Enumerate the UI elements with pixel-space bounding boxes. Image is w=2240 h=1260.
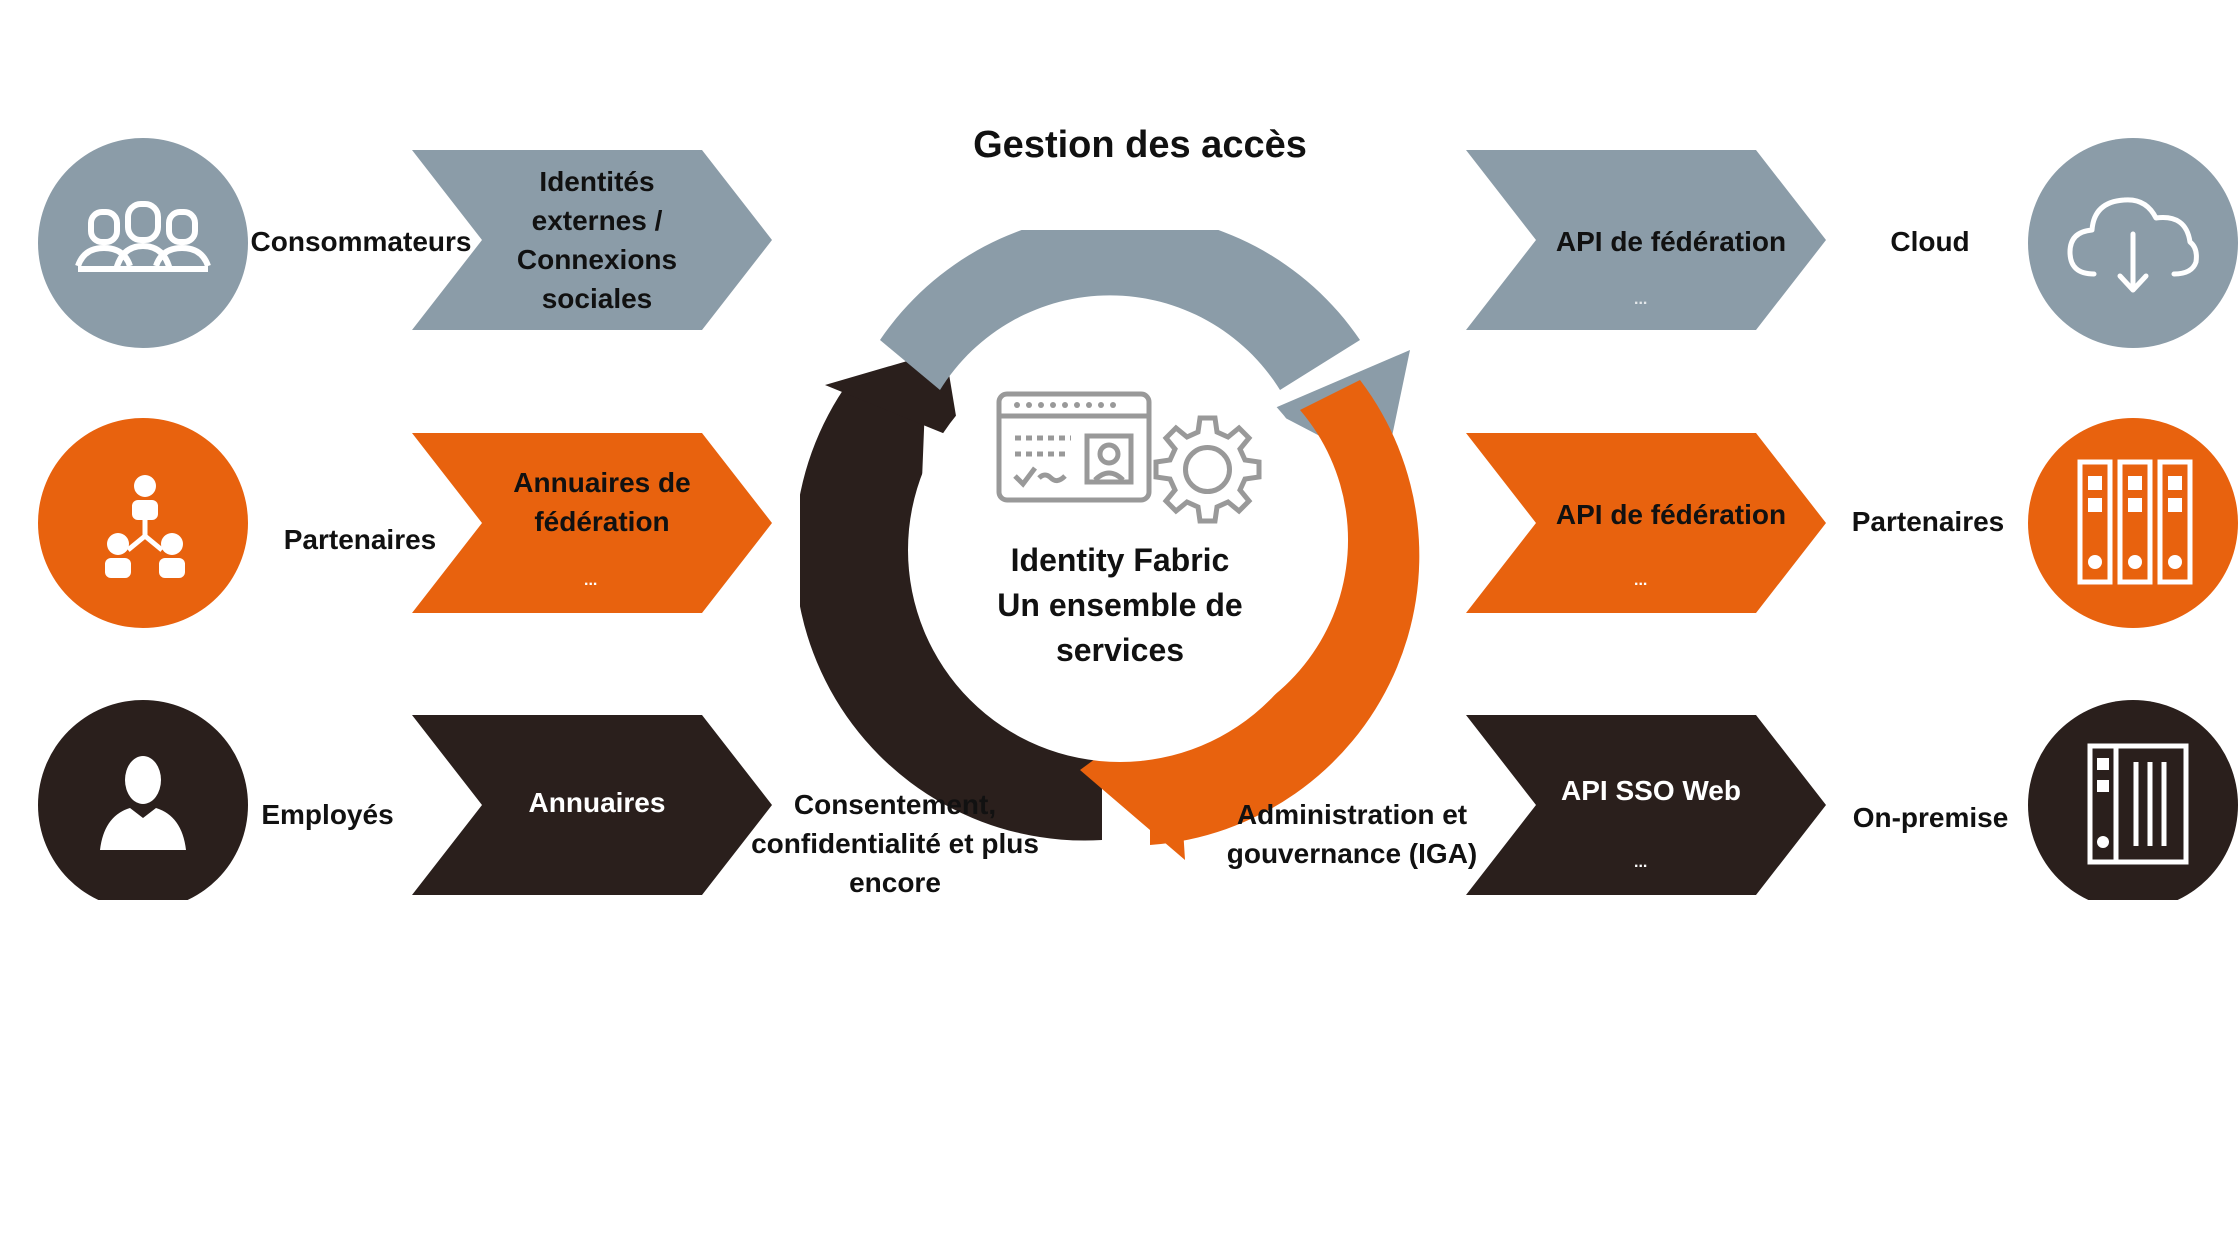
target-label-cloud: Cloud: [1890, 226, 1970, 257]
employees-circle: [38, 700, 248, 910]
id-card-icon: [996, 391, 1152, 503]
binders-icon: [2077, 459, 2193, 585]
employee-icon: [100, 756, 186, 850]
chevron-sso-web-api: API SSO Web ...: [1466, 715, 1826, 895]
chevron-text-federation-directories: Annuaires de fédération: [513, 467, 691, 537]
chevron-text-directories: Annuaires: [528, 787, 666, 818]
chevron-text-federation-api-2: API de fédération: [1555, 499, 1787, 530]
center-title: Identity Fabric Un ensemble de services: [960, 538, 1280, 673]
chevron-dots: ...: [584, 572, 598, 589]
chevron-dots-cloud: ...: [1634, 291, 1648, 308]
cycle-arrow-gray: [880, 230, 1360, 390]
gear-icon: [1153, 415, 1262, 524]
user-label-employees: Employés: [261, 799, 394, 830]
chevron-text-sso-web-api: API SSO Web: [1561, 775, 1741, 806]
cloud-download-icon: [2067, 197, 2199, 293]
user-label-partners: Partenaires: [283, 524, 437, 555]
chevron-external-identities: Identités externes / Connexions sociales: [412, 150, 772, 330]
chevron-text-external-identities: Identités externes / Connexions sociales: [516, 166, 678, 314]
cycle-label-consent: Consentement, confidentialité et plus en…: [751, 789, 1039, 898]
server-icon: [2087, 743, 2189, 865]
chevron-dots-partners: ...: [1634, 572, 1648, 589]
center-line-1: Identity Fabric: [1010, 542, 1230, 578]
chevron-directories: Annuaires: [412, 715, 772, 895]
partners-network-icon: [105, 475, 185, 578]
chevron-text-federation-api-1: API de fédération: [1555, 226, 1787, 257]
partners-circle: [38, 418, 248, 628]
chevron-federation-api-cloud: API de fédération ... ...: [1466, 150, 1826, 330]
cycle-arrows: [800, 230, 1420, 860]
cloud-circle: [2028, 138, 2238, 348]
chevron-dots-onpremise: ...: [1634, 854, 1648, 871]
chevron-federation-directories: Annuaires de fédération ...: [412, 433, 772, 613]
center-line-2: Un ensemble de: [997, 587, 1243, 623]
center-line-3: services: [1055, 632, 1185, 668]
target-label-onpremise: On-premise: [1852, 802, 2009, 833]
target-label-partners: Partenaires: [1851, 506, 2005, 537]
user-label-consumers: Consommateurs: [250, 226, 472, 257]
consumers-circle: [38, 138, 248, 348]
diagram-title: Gestion des accès: [973, 124, 1307, 166]
cycle-label-governance: Administration et gouvernance (IGA): [1226, 799, 1478, 869]
consumers-icon: [75, 201, 211, 272]
partners-binders-circle: [2028, 418, 2238, 628]
chevron-federation-api-partners: API de fédération ...: [1466, 433, 1826, 613]
bottom-whitespace: [0, 900, 2240, 1260]
onpremise-circle: [2028, 700, 2238, 910]
